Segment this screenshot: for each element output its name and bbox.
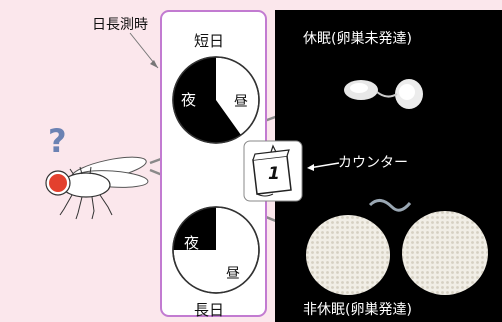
counter-label: カウンター xyxy=(338,155,408,171)
fly-icon xyxy=(45,156,149,220)
short-day-night-label: 夜 xyxy=(181,91,197,109)
long-day-day-label: 昼 xyxy=(226,266,240,282)
long-day-night-label: 夜 xyxy=(184,234,200,252)
fly-eye xyxy=(49,174,67,192)
long-day-label: 長日 xyxy=(194,301,225,319)
calendar-number: 1 xyxy=(268,164,280,184)
undeveloped-ovaries-image xyxy=(344,79,423,109)
short-day-label: 短日 xyxy=(194,32,225,50)
long-day-night-sector xyxy=(173,207,216,250)
question-mark: ? xyxy=(48,122,67,160)
label-pointer-line xyxy=(129,32,159,69)
short-day-clock xyxy=(172,56,260,144)
photoperiod-measurement-label: 日長測時 xyxy=(92,17,148,33)
counter-pointer xyxy=(307,162,340,171)
developed-ovaries-image xyxy=(306,199,488,295)
long-day-clock xyxy=(172,206,260,294)
diapause-label: 休眠(卵巣未発達) xyxy=(303,31,412,47)
calendar-counter-icon xyxy=(243,140,303,202)
short-day-day-label: 昼 xyxy=(234,94,248,110)
non-diapause-label: 非休眠(卵巣発達) xyxy=(303,302,412,318)
short-day-night-sector xyxy=(173,57,241,143)
